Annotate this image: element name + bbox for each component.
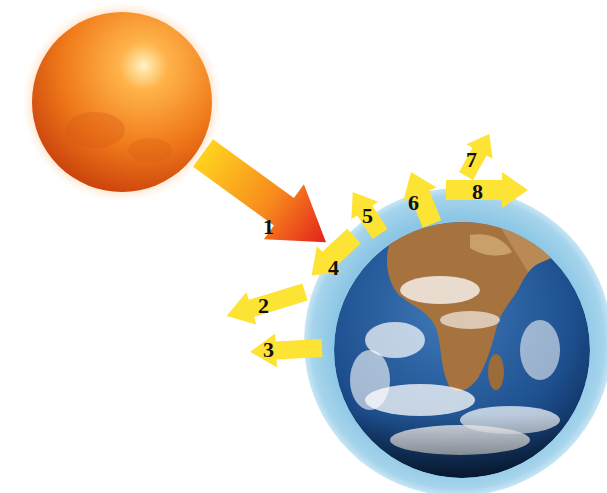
callout-number: 8 <box>472 181 483 203</box>
sun <box>32 12 212 192</box>
callout-number: 2 <box>258 295 269 317</box>
sun-spot <box>128 138 172 162</box>
callout-number: 4 <box>328 257 339 279</box>
callout-number: 6 <box>408 192 419 214</box>
arrow <box>249 331 323 369</box>
callout-number: 1 <box>263 216 274 238</box>
sun-spot <box>65 112 125 148</box>
callout-number: 5 <box>362 205 373 227</box>
callout-number: 3 <box>263 339 274 361</box>
arrow <box>394 165 448 230</box>
callout-number: 7 <box>466 149 477 171</box>
earth <box>334 222 590 478</box>
arrow <box>299 223 366 289</box>
arrow <box>446 172 528 208</box>
arrow <box>453 127 503 184</box>
arrow <box>222 276 310 332</box>
arrow <box>339 183 393 242</box>
sun-glow <box>22 2 222 202</box>
incoming-arrow <box>183 125 346 269</box>
